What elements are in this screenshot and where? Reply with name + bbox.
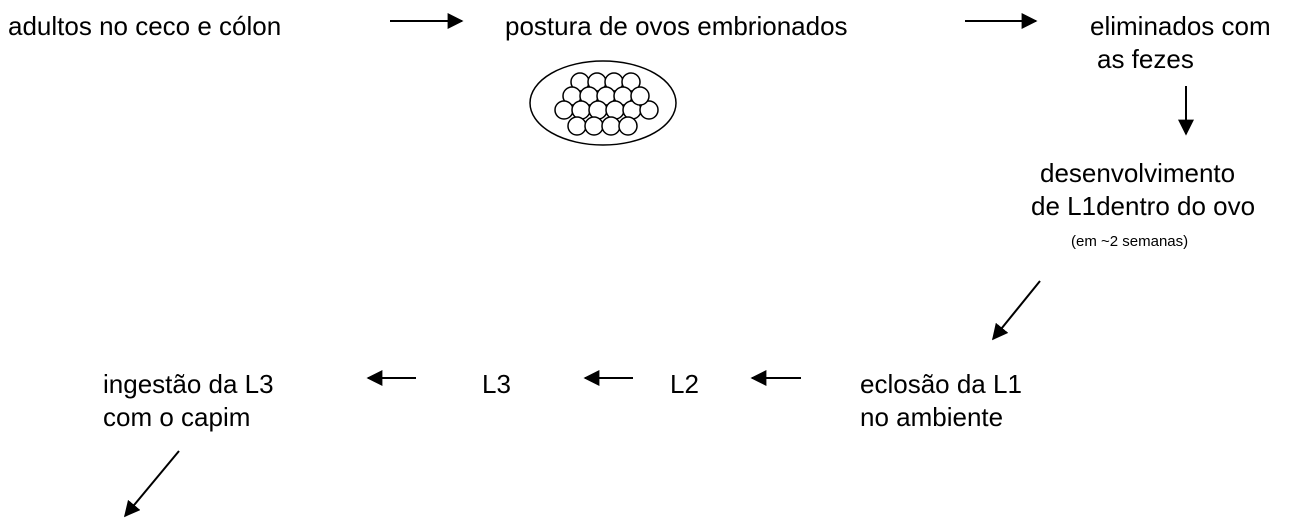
arrow-icon bbox=[991, 280, 1041, 341]
node-l3: L3 bbox=[482, 369, 511, 399]
node-ingestion: ingestão da L3 com o capim bbox=[103, 368, 274, 434]
node-adults: adultos no ceco e cólon bbox=[8, 10, 281, 43]
node-development-note: (em ~2 semanas) bbox=[1071, 233, 1189, 250]
node-adults-text: adultos no ceco e cólon bbox=[8, 11, 282, 41]
node-development: desenvolvimento de L1dentro do ovo bbox=[1031, 157, 1255, 223]
node-hatching: eclosão da L1 no ambiente bbox=[860, 368, 1022, 434]
node-development-line-2: de L1dentro do ovo bbox=[1031, 191, 1256, 221]
node-eggs-laid: postura de ovos embrionados bbox=[505, 10, 848, 43]
node-hatching-line-1: eclosão da L1 bbox=[860, 369, 1022, 399]
node-development-line-1: desenvolvimento bbox=[1040, 158, 1236, 188]
node-eliminated: eliminados com as fezes bbox=[1090, 10, 1271, 76]
node-ingestion-line-1: ingestão da L3 bbox=[103, 369, 274, 399]
arrow-icon bbox=[123, 450, 180, 518]
node-eggs-laid-text: postura de ovos embrionados bbox=[505, 11, 848, 41]
node-ingestion-line-2: com o capim bbox=[103, 402, 251, 432]
node-l2: L2 bbox=[670, 369, 699, 399]
node-eliminated-line-1: eliminados com bbox=[1090, 11, 1271, 41]
embryonated-egg-icon bbox=[529, 60, 677, 146]
node-hatching-line-2: no ambiente bbox=[860, 402, 1004, 432]
node-eliminated-line-2: as fezes bbox=[1097, 44, 1194, 74]
